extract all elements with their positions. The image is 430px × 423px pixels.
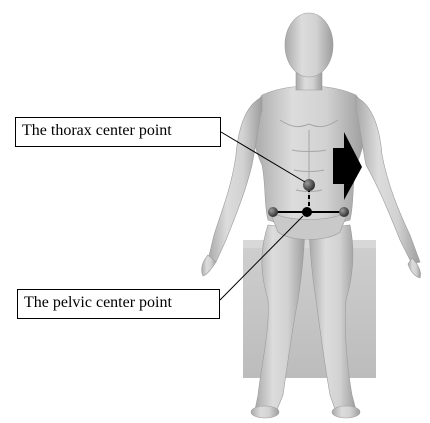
right-arm bbox=[356, 97, 420, 264]
right-foot bbox=[332, 406, 360, 418]
pelvic-callout-label: The pelvic center point bbox=[17, 289, 220, 319]
thorax-center-point bbox=[303, 179, 315, 191]
pelvic-center-point bbox=[302, 207, 312, 217]
head bbox=[285, 13, 333, 77]
left-foot bbox=[251, 406, 279, 418]
right-hip-point bbox=[339, 207, 349, 217]
left-hip-point bbox=[268, 207, 278, 217]
thorax-callout-label: The thorax center point bbox=[15, 117, 221, 147]
